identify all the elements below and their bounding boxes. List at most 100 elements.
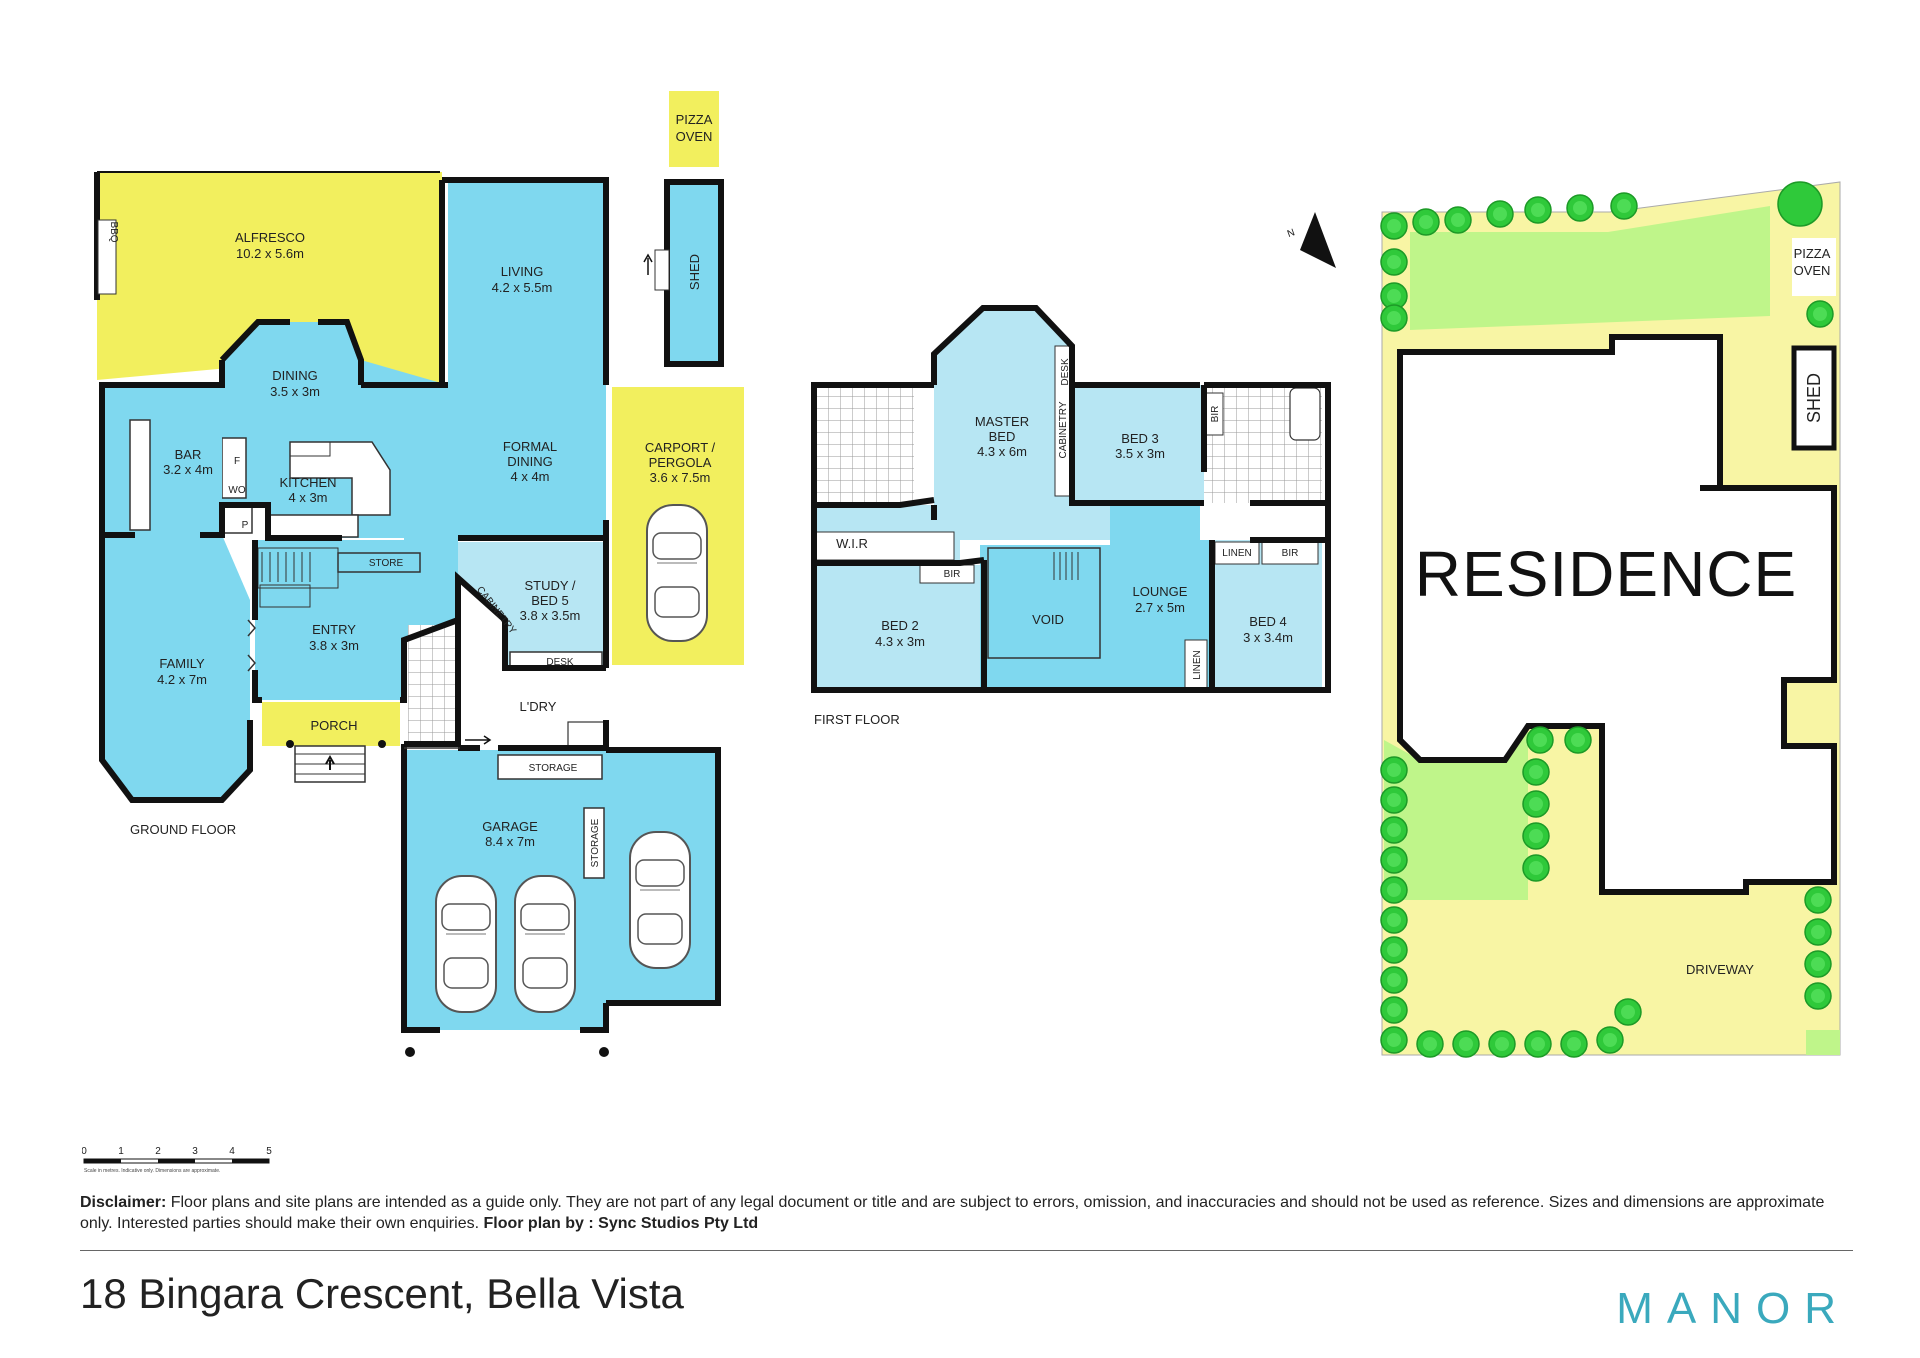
- cabinetry-first-label: CABINETRY: [1058, 401, 1069, 458]
- storage-label-side: STORAGE: [590, 818, 601, 867]
- first-floor-label: FIRST FLOOR: [814, 712, 900, 727]
- site-shed: [1791, 345, 1837, 451]
- wir-label: W.I.R: [836, 536, 868, 551]
- scale-tick-2: 2: [155, 1146, 161, 1157]
- pizza-oven-ground: [669, 91, 719, 167]
- master-label-2: BED: [989, 429, 1016, 444]
- void-area: [987, 547, 1101, 659]
- driveway-label: DRIVEWAY: [1686, 962, 1754, 977]
- site-plan: N RESIDENCE DRIVEWAY PIZZA OVEN SHED: [1286, 181, 1841, 1058]
- disclaimer-text: Floor plans and site plans are intended …: [80, 1194, 1825, 1232]
- storage-label-top: STORAGE: [529, 763, 578, 774]
- living-label: LIVING: [501, 264, 544, 279]
- carport-label-1: CARPORT /: [645, 440, 716, 455]
- entry-label: ENTRY: [312, 622, 356, 637]
- void-label: VOID: [1032, 612, 1064, 627]
- site-pizza-label-1: PIZZA: [1794, 246, 1831, 261]
- scale-tick-0: 0: [82, 1146, 87, 1157]
- bed4-size: 3 x 3.4m: [1243, 630, 1293, 645]
- desk-label: DESK: [546, 657, 574, 668]
- laundry-area: [460, 670, 608, 748]
- carport-size: 3.6 x 7.5m: [650, 470, 711, 485]
- carport-label-2: PERGOLA: [649, 455, 712, 470]
- porch-area: [262, 702, 400, 746]
- study-label-1: STUDY /: [524, 578, 575, 593]
- master-size: 4.3 x 6m: [977, 444, 1027, 459]
- scale-note: Scale in metres. Indicative only. Dimens…: [84, 1168, 220, 1174]
- bar-area: [102, 385, 222, 535]
- formal-dining-label-1: FORMAL: [503, 439, 557, 454]
- pizza-oven-label-2: OVEN: [676, 129, 713, 144]
- bir-bed2-label: BIR: [944, 569, 961, 580]
- bed2-size: 4.3 x 3m: [875, 634, 925, 649]
- dining-label: DINING: [272, 368, 318, 383]
- residence-label: RESIDENCE: [1415, 538, 1797, 610]
- bar-label: BAR: [175, 447, 202, 462]
- lounge-size: 2.7 x 5m: [1135, 600, 1185, 615]
- site-pizza-label-2: OVEN: [1794, 263, 1831, 278]
- footer: Disclaimer: Floor plans and site plans a…: [80, 1192, 1860, 1234]
- bbq-label: BBQ: [108, 221, 119, 242]
- footer-divider: [80, 1250, 1853, 1251]
- ground-floor-plan: ALFRESCO 10.2 x 5.6m LIVING 4.2 x 5.5m D…: [94, 91, 744, 1057]
- garage-size: 8.4 x 7m: [485, 834, 535, 849]
- lounge-label: LOUNGE: [1133, 584, 1188, 599]
- bed3-size: 3.5 x 3m: [1115, 446, 1165, 461]
- linen-top-label: LINEN: [1222, 548, 1251, 559]
- residence-footprint: [1397, 334, 1837, 895]
- bed3-label: BED 3: [1121, 431, 1159, 446]
- bathroom-tiles: [408, 625, 458, 745]
- site-trees: [1380, 181, 1834, 1058]
- disclaimer: Disclaimer: Floor plans and site plans a…: [80, 1192, 1860, 1234]
- scale-bar: 0 1 2 3 4 5 Scale in metres. Indicative …: [81, 1142, 282, 1179]
- formal-dining-size: 4 x 4m: [510, 469, 549, 484]
- study-size: 3.8 x 3.5m: [520, 608, 581, 623]
- scale-tick-5: 5: [266, 1146, 272, 1157]
- alfresco-label: ALFRESCO: [235, 230, 305, 245]
- bir-bed3-label: BIR: [1210, 406, 1221, 423]
- family-label: FAMILY: [159, 656, 205, 671]
- store-label: STORE: [369, 558, 404, 569]
- alfresco-area: [97, 172, 442, 385]
- bed2-area: [814, 565, 984, 690]
- north-arrow: [1300, 212, 1336, 268]
- brand-logo: MANOR: [1616, 1284, 1850, 1333]
- living-size: 4.2 x 5.5m: [492, 280, 553, 295]
- site-pizza-oven: [1792, 238, 1836, 296]
- kitchen-island: [289, 441, 391, 516]
- laundry-label: L'DRY: [520, 699, 557, 714]
- porch-label: PORCH: [311, 718, 358, 733]
- study-label-2: BED 5: [531, 593, 569, 608]
- scale-tick-1: 1: [118, 1146, 124, 1157]
- fridge-label: F: [234, 456, 240, 467]
- pantry-label: P: [242, 520, 249, 531]
- ground-floor-label: GROUND FLOOR: [130, 822, 236, 837]
- family-size: 4.2 x 7m: [157, 672, 207, 687]
- property-address: 18 Bingara Crescent, Bella Vista: [80, 1270, 684, 1317]
- entry-size: 3.8 x 3m: [309, 638, 359, 653]
- scale-bar-graphic: 0 1 2 3 4 5 Scale in metres. Indicative …: [81, 1146, 272, 1174]
- desk-first-label: DESK: [1060, 358, 1071, 386]
- dining-size: 3.5 x 3m: [270, 384, 320, 399]
- north-label: N: [1286, 227, 1297, 240]
- disclaimer-label: Disclaimer:: [80, 1194, 167, 1211]
- garage-label: GARAGE: [482, 819, 538, 834]
- site-shed-label: SHED: [1804, 373, 1824, 423]
- first-floor-plan: MASTER BED 4.3 x 6m BED 3 3.5 x 3m BED 2…: [811, 305, 1331, 727]
- kitchen-size: 4 x 3m: [288, 490, 327, 505]
- bed2-label: BED 2: [881, 618, 919, 633]
- master-label-1: MASTER: [975, 414, 1029, 429]
- bir-bed4-label: BIR: [1282, 548, 1299, 559]
- bar-size: 3.2 x 4m: [163, 462, 213, 477]
- bed3-area: [1072, 385, 1204, 503]
- family-area: [102, 535, 250, 800]
- linen-side-label: LINEN: [1192, 650, 1203, 679]
- alfresco-size: 10.2 x 5.6m: [236, 246, 304, 261]
- front-left-lawn: [1384, 722, 1528, 900]
- kitchen-label: KITCHEN: [279, 475, 336, 490]
- ensuite-tiles: [812, 385, 914, 503]
- wall-oven-label: WO: [228, 485, 245, 496]
- scale-tick-4: 4: [229, 1146, 235, 1157]
- bed4-label: BED 4: [1249, 614, 1287, 629]
